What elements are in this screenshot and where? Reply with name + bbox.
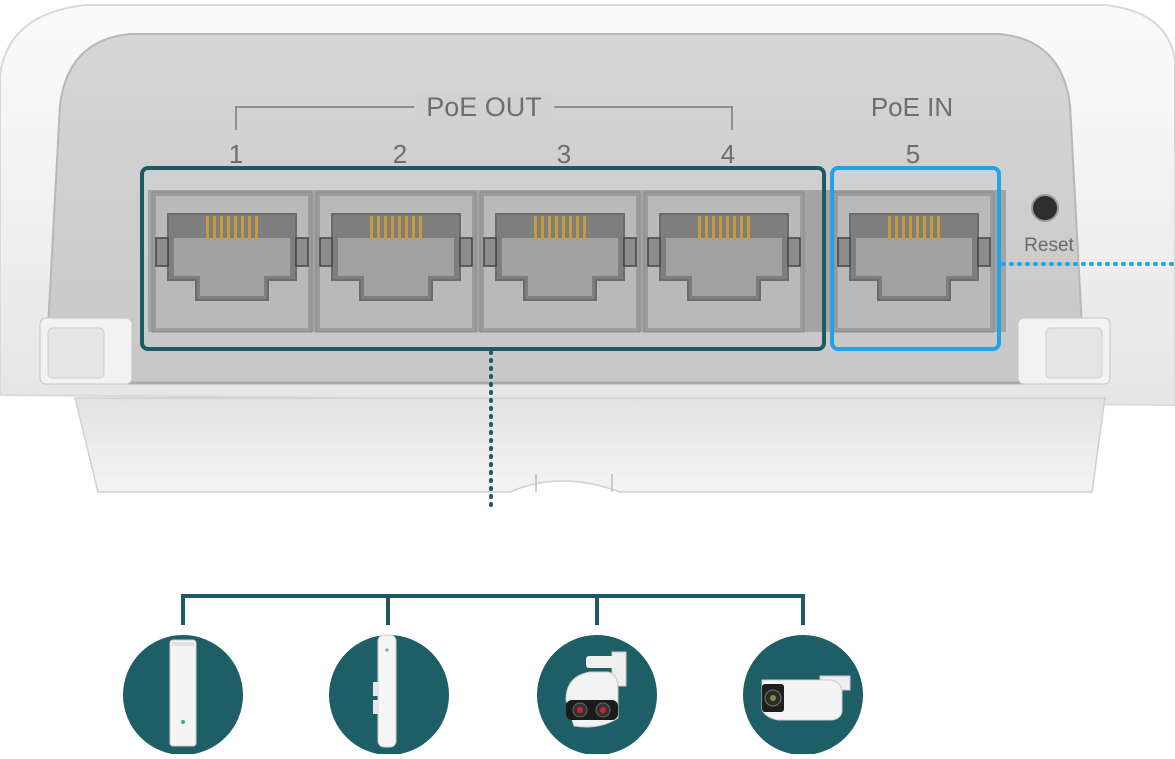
bullet-camera-icon xyxy=(743,635,863,755)
port-number-4: 4 xyxy=(720,139,736,169)
rj45-port-5 xyxy=(833,191,995,333)
reset-button xyxy=(1031,194,1059,222)
port-number-3: 3 xyxy=(556,139,572,169)
right-latch xyxy=(1017,317,1111,385)
rj45-port-2 xyxy=(315,191,477,333)
dual-lens-camera-icon xyxy=(537,635,657,755)
poe-in-highlight xyxy=(830,166,1001,351)
rj45-port-3 xyxy=(479,191,641,333)
port-number-1: 1 xyxy=(228,139,244,169)
rj45-ports xyxy=(151,191,995,333)
port-number-2: 2 xyxy=(392,139,408,169)
rj45-port-4 xyxy=(643,191,805,333)
reset-label: Reset xyxy=(1024,235,1074,256)
poe-in-label: PoE IN xyxy=(870,92,954,122)
poe-out-label: PoE OUT xyxy=(414,94,554,121)
mounting-base xyxy=(74,397,1106,493)
outdoor-access-point-icon xyxy=(329,634,449,755)
device-tree xyxy=(181,594,805,625)
poe-out-highlight xyxy=(140,166,826,351)
ceiling-access-point-icon xyxy=(123,635,243,755)
rj45-port-1 xyxy=(151,191,313,333)
left-latch xyxy=(39,317,133,385)
port-number-5: 5 xyxy=(905,139,921,169)
